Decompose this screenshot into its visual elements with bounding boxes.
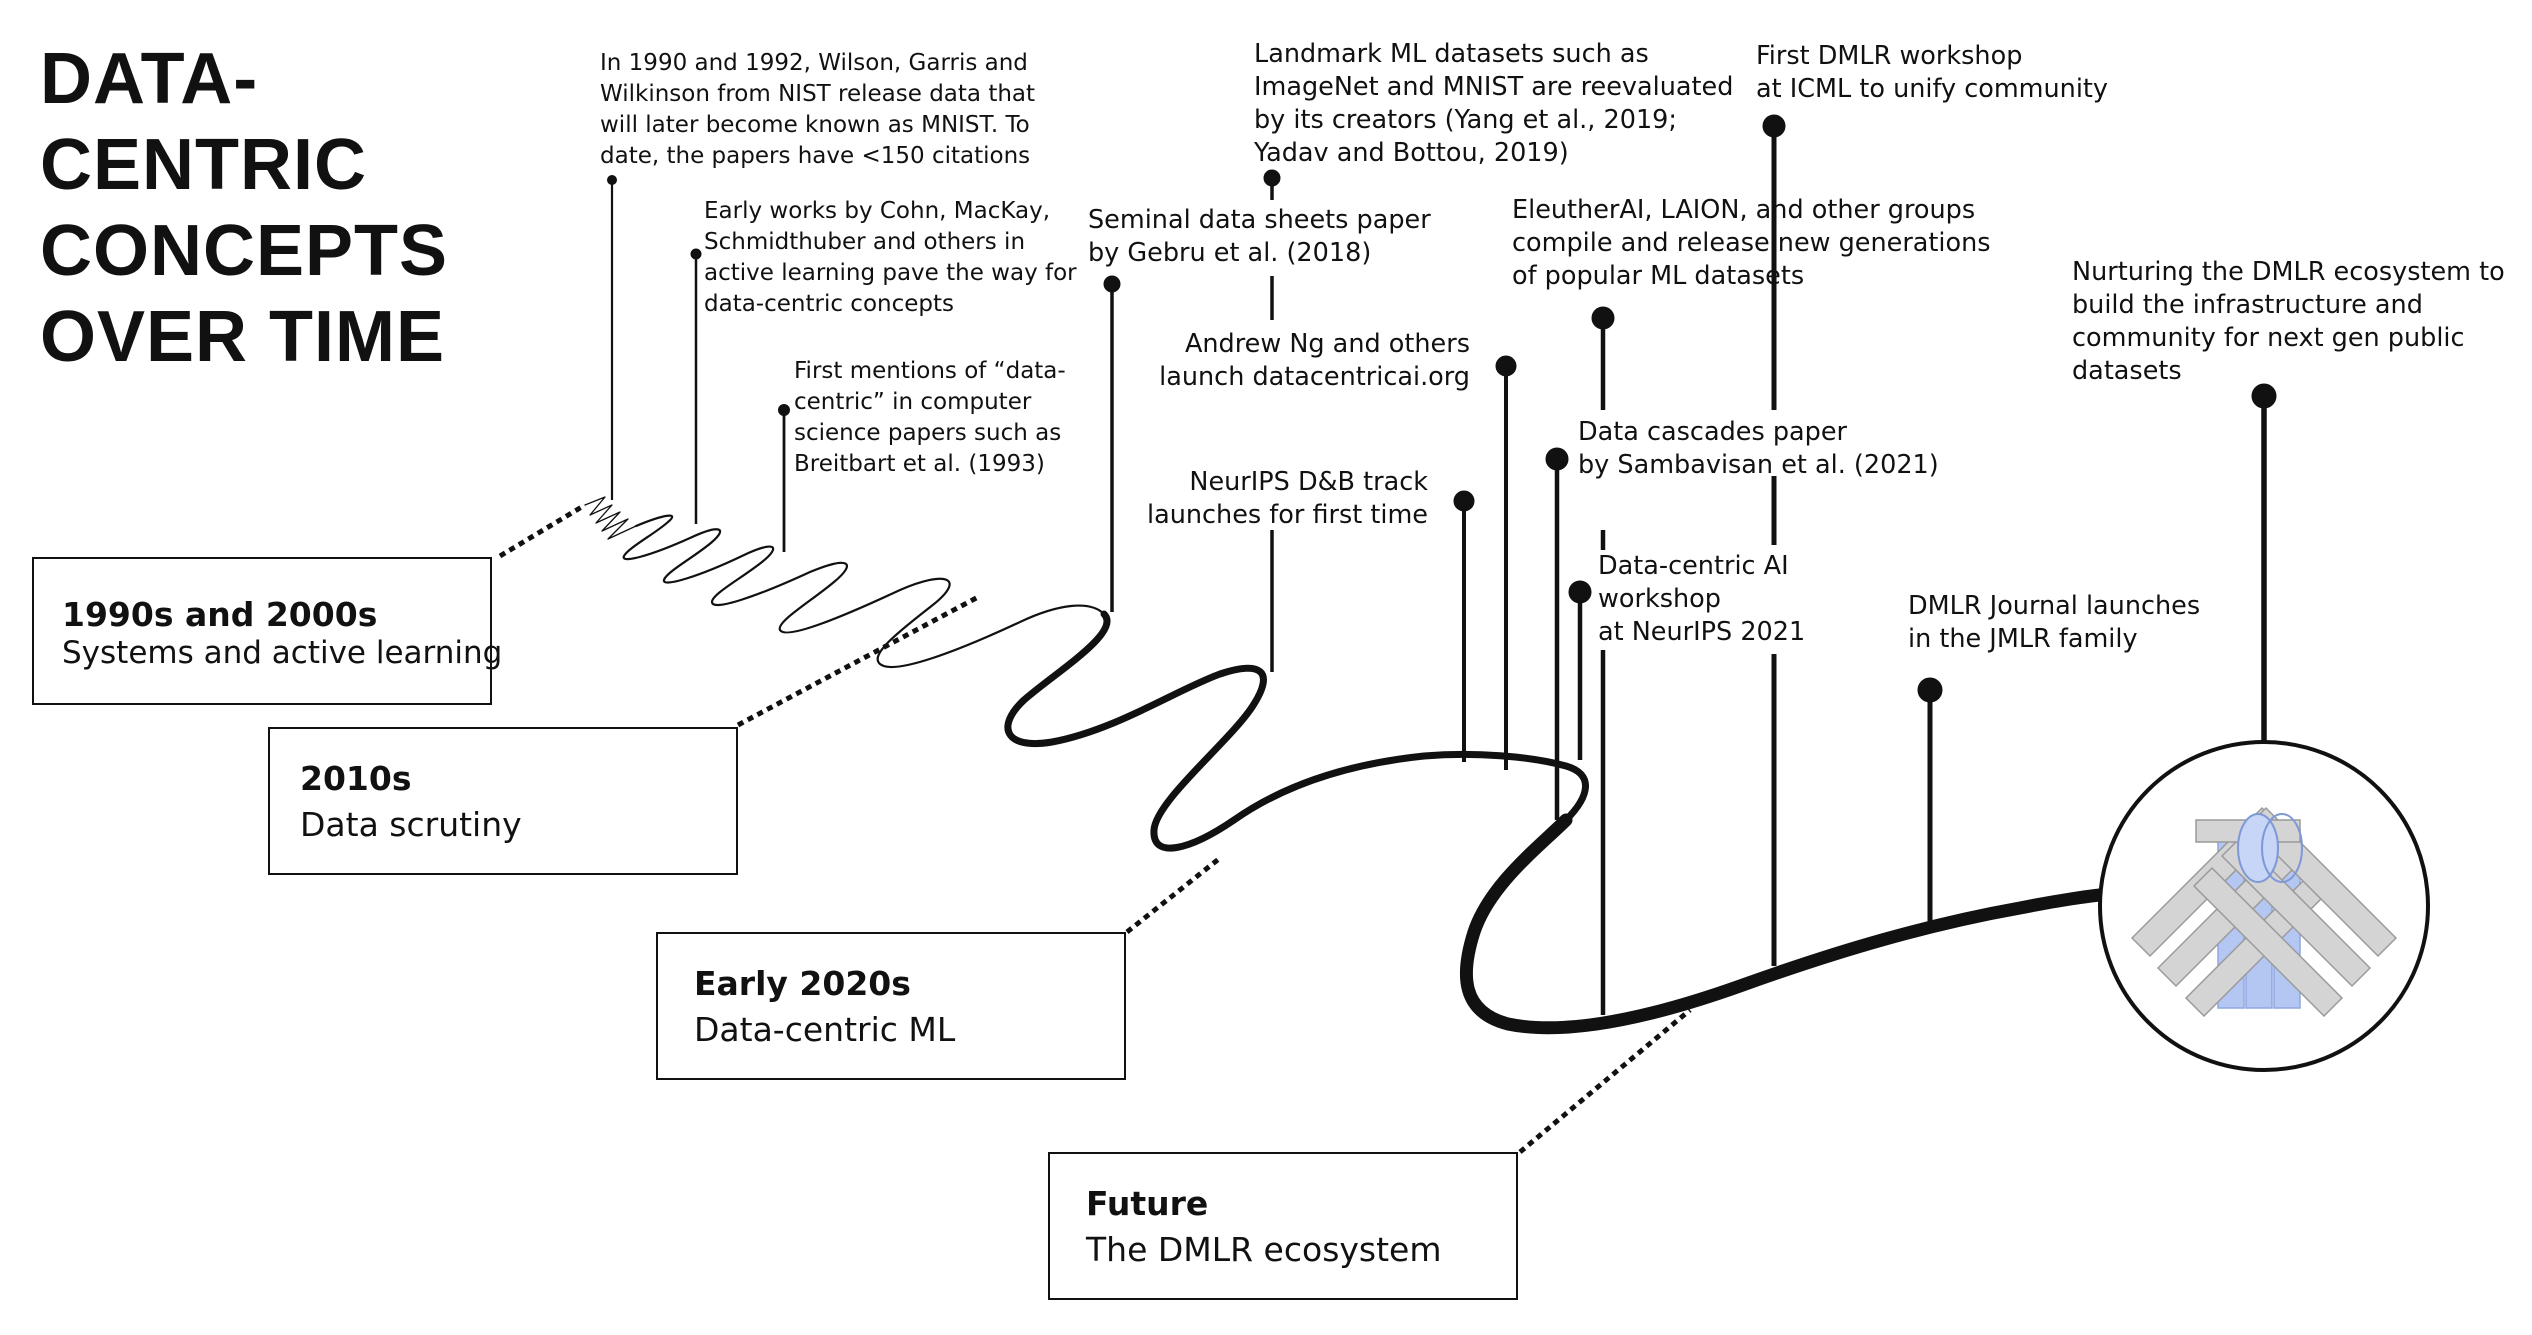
era-connector-1990s bbox=[498, 502, 587, 559]
note-line: in the JMLR family bbox=[1908, 624, 2138, 654]
event-note-ecosystem: Nurturing the DMLR ecosystem to build th… bbox=[2072, 256, 2505, 388]
event-dot-datacentricai bbox=[1495, 355, 1517, 377]
title-line: OVER TIME bbox=[40, 297, 446, 377]
note-line: Data-centric AI bbox=[1598, 551, 1789, 581]
event-dot-reevaluation bbox=[1263, 169, 1281, 187]
event-dot-datasheets bbox=[1103, 275, 1121, 293]
event-note-reevaluation: Landmark ML datasets such as ImageNet an… bbox=[1254, 38, 1733, 170]
event-note-dmlr-workshop: First DMLR workshop at ICML to unify com… bbox=[1756, 40, 2108, 106]
note-line: at NeurIPS 2021 bbox=[1598, 617, 1806, 647]
event-dot-mnist bbox=[607, 175, 617, 185]
note-line: Seminal data sheets paper bbox=[1088, 205, 1431, 235]
era-description: The DMLR ecosystem bbox=[1086, 1230, 1442, 1269]
event-note-dcai-workshop: Data-centric AI workshop at NeurIPS 2021 bbox=[1598, 550, 1805, 649]
era-box-2010s: 2010s Data scrutiny bbox=[268, 727, 738, 875]
note-line: data-centric concepts bbox=[704, 291, 954, 317]
event-dot-first-mentions bbox=[778, 404, 790, 416]
note-line: Andrew Ng and others bbox=[1184, 329, 1470, 359]
event-note-neurips-db: NeurIPS D&B track launches for first tim… bbox=[1147, 466, 1428, 532]
era-description: Data-centric ML bbox=[694, 1010, 956, 1049]
timeline-path-far bbox=[584, 496, 637, 540]
note-line: Data cascades paper bbox=[1578, 417, 1848, 447]
logo-cylinder bbox=[2237, 813, 2303, 883]
title-line: CONCEPTS bbox=[40, 211, 449, 291]
page-title: DATA- CENTRIC CONCEPTS OVER TIME bbox=[40, 36, 448, 380]
timeline-path-mid bbox=[1004, 610, 1589, 852]
event-note-eleutherai: EleutherAI, LAION, and other groups comp… bbox=[1512, 194, 1991, 293]
era-connector-future bbox=[1518, 1008, 1692, 1154]
event-dot-dmlr-journal bbox=[1917, 677, 1943, 703]
event-note-mnist: In 1990 and 1992, Wilson, Garris and Wil… bbox=[600, 48, 1035, 172]
era-name: 2010s bbox=[300, 759, 412, 798]
note-line: Breitbart et al. (1993) bbox=[794, 451, 1045, 477]
note-line: launch datacentricai.org bbox=[1159, 362, 1470, 392]
note-line: centric” in computer bbox=[794, 389, 1032, 415]
note-line: by its creators (Yang et al., 2019; bbox=[1254, 105, 1677, 135]
timeline-path-near bbox=[1459, 813, 2107, 1035]
event-markers bbox=[607, 114, 2277, 1015]
era-name: Future bbox=[1086, 1184, 1209, 1223]
event-note-datacentricai: Andrew Ng and others launch datacentrica… bbox=[1159, 328, 1470, 394]
note-line: active learning pave the way for bbox=[704, 260, 1077, 286]
era-description: Systems and active learning bbox=[62, 635, 503, 671]
era-box-future: Future The DMLR ecosystem bbox=[1048, 1152, 1518, 1300]
note-line: launches for first time bbox=[1146, 500, 1428, 530]
note-line: of popular ML datasets bbox=[1512, 261, 1805, 291]
note-line: by Gebru et al. (2018) bbox=[1088, 238, 1372, 268]
note-line: community for next gen public bbox=[2072, 323, 2465, 353]
note-line: science papers such as bbox=[794, 420, 1062, 446]
note-line: at ICML to unify community bbox=[1756, 74, 2109, 104]
note-line: compile and release new generations bbox=[1512, 228, 1991, 258]
era-name: 1990s and 2000s bbox=[62, 595, 378, 634]
dmlr-logo bbox=[2098, 740, 2430, 1072]
era-box-1990s: 1990s and 2000s Systems and active learn… bbox=[32, 557, 502, 705]
era-connector-2010s bbox=[736, 593, 982, 728]
era-description: Data scrutiny bbox=[300, 805, 522, 844]
note-line: Yadav and Bottou, 2019) bbox=[1254, 138, 1569, 168]
note-line: In 1990 and 1992, Wilson, Garris and bbox=[600, 50, 1028, 76]
note-line: NeurIPS D&B track bbox=[1189, 467, 1428, 497]
timeline-path-far-2 bbox=[622, 514, 1106, 669]
note-line: First DMLR workshop bbox=[1756, 41, 2023, 71]
event-dot-ecosystem bbox=[2251, 383, 2277, 409]
title-line: CENTRIC bbox=[40, 125, 367, 205]
era-box-early-2020s: Early 2020s Data-centric ML bbox=[656, 932, 1126, 1080]
note-line: datasets bbox=[2072, 356, 2182, 386]
note-line: EleutherAI, LAION, and other groups bbox=[1512, 195, 1976, 225]
note-line: Early works by Cohn, MacKay, bbox=[704, 198, 1051, 224]
note-line: build the infrastructure and bbox=[2072, 290, 2423, 320]
title-line: DATA- bbox=[40, 39, 259, 119]
event-dot-active-learning bbox=[690, 248, 702, 260]
note-line: First mentions of “data- bbox=[794, 358, 1066, 384]
note-line: by Sambavisan et al. (2021) bbox=[1578, 450, 1939, 480]
event-note-data-cascades: Data cascades paper by Sambavisan et al.… bbox=[1578, 416, 1939, 482]
note-line: Schmidthuber and others in bbox=[704, 229, 1026, 255]
era-connectors bbox=[498, 502, 1692, 1154]
note-line: ImageNet and MNIST are reevaluated bbox=[1254, 72, 1734, 102]
event-dot-data-cascades bbox=[1545, 447, 1569, 471]
era-name: Early 2020s bbox=[694, 964, 911, 1003]
event-note-datasheets: Seminal data sheets paper by Gebru et al… bbox=[1088, 204, 1431, 270]
era-connector-early-2020s bbox=[1125, 856, 1222, 934]
event-dot-neurips-db bbox=[1453, 490, 1475, 512]
note-line: will later become known as MNIST. To bbox=[600, 112, 1030, 138]
event-note-active-learning: Early works by Cohn, MacKay, Schmidthube… bbox=[704, 196, 1077, 320]
note-line: workshop bbox=[1598, 584, 1721, 614]
event-dot-dmlr-workshop bbox=[1762, 114, 1786, 138]
note-line: Landmark ML datasets such as bbox=[1254, 39, 1649, 69]
event-dot-eleutherai bbox=[1591, 306, 1615, 330]
note-line: Wilkinson from NIST release data that bbox=[600, 81, 1036, 107]
event-note-first-mentions: First mentions of “data- centric” in com… bbox=[794, 356, 1066, 480]
note-line: date, the papers have <150 citations bbox=[600, 143, 1031, 169]
note-line: DMLR Journal launches bbox=[1908, 591, 2201, 621]
timeline-path bbox=[584, 496, 2107, 1035]
event-note-dmlr-journal: DMLR Journal launches in the JMLR family bbox=[1908, 590, 2200, 656]
note-line: Nurturing the DMLR ecosystem to bbox=[2072, 257, 2505, 287]
event-dot-dcai-workshop bbox=[1568, 580, 1592, 604]
